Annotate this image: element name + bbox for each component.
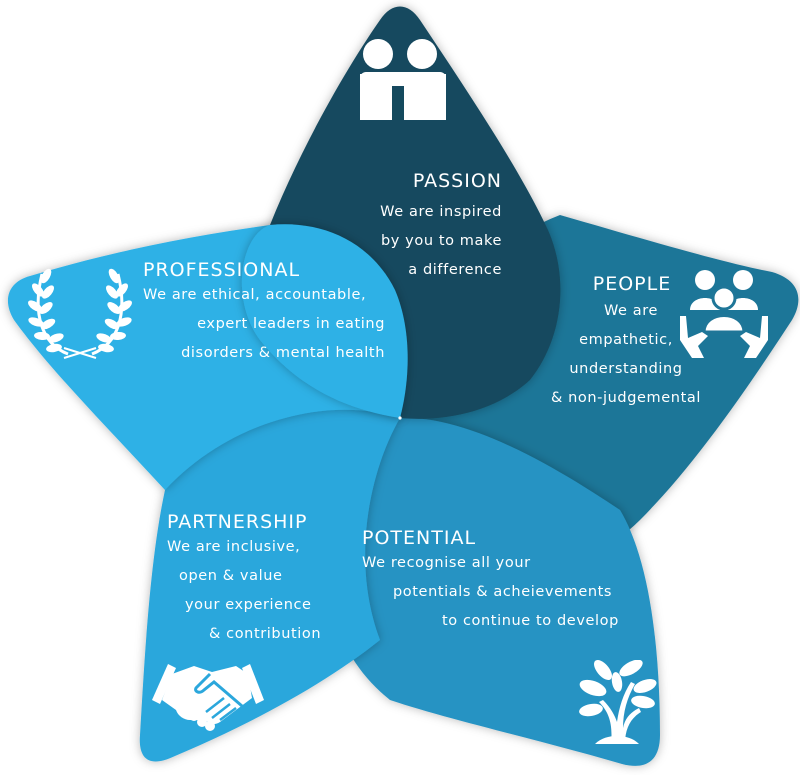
partnership-text: PARTNERSHIP We are inclusive, open & val… — [167, 511, 327, 649]
partnership-line-1: We are inclusive, — [167, 539, 301, 555]
people-line-1: We are — [603, 303, 659, 319]
people-line-2: empathetic, — [579, 332, 673, 348]
passion-line-1: We are inspired — [380, 204, 502, 220]
laurel-wreath-icon — [28, 268, 132, 359]
professional-text: PROFESSIONAL We are ethical, accountable… — [143, 259, 385, 368]
petal-passion — [270, 6, 561, 419]
petal-potential — [327, 417, 660, 766]
people-title: PEOPLE — [592, 273, 672, 295]
partnership-title: PARTNERSHIP — [167, 511, 308, 533]
people-text: PEOPLE We are empathetic, understanding … — [536, 273, 716, 413]
center-point — [398, 416, 402, 420]
people-in-hands-icon — [680, 270, 768, 358]
tree-icon — [579, 660, 657, 744]
professional-line-1: We are ethical, accountable, — [143, 287, 367, 303]
potential-line-3: to continue to develop — [442, 613, 619, 629]
partnership-line-4: & contribution — [209, 626, 322, 642]
handshake-icon — [152, 664, 264, 731]
potential-line-1: We recognise all your — [362, 555, 531, 571]
people-line-3: understanding — [569, 361, 683, 377]
petal-professional-overlap — [241, 224, 408, 418]
passion-line-3: a difference — [408, 262, 502, 278]
partnership-line-2: open & value — [179, 568, 283, 584]
professional-line-3: disorders & mental health — [181, 345, 385, 361]
potential-line-2: potentials & acheievements — [393, 584, 613, 600]
passion-line-2: by you to make — [380, 233, 502, 249]
partnership-line-3: your experience — [185, 597, 312, 613]
passion-text: PASSION We are inspired by you to make a… — [366, 170, 502, 285]
professional-line-2: expert leaders in eating — [197, 316, 385, 332]
embrace-icon — [360, 39, 446, 120]
people-line-4: & non-judgemental — [551, 390, 701, 406]
potential-title: POTENTIAL — [362, 527, 477, 549]
professional-title: PROFESSIONAL — [143, 259, 301, 281]
passion-title: PASSION — [412, 170, 502, 192]
potential-text: POTENTIAL We recognise all your potentia… — [362, 527, 632, 636]
